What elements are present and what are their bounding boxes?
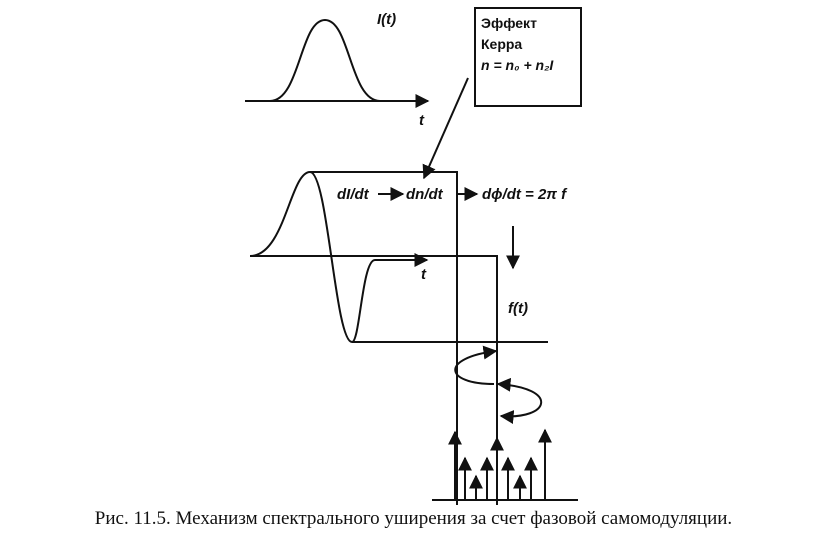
chain-dn-label: dn/dt bbox=[406, 186, 444, 203]
time-label-mid: t bbox=[421, 266, 427, 283]
kerr-box-line3: n = n₀ + n₂I bbox=[481, 57, 554, 73]
figure-caption: Рис. 11.5. Механизм спектрального уширен… bbox=[94, 508, 733, 529]
chain-dphi-label: dϕ/dt = 2π f bbox=[482, 186, 568, 203]
derivative-pulse bbox=[249, 170, 548, 343]
intensity-label: I(t) bbox=[377, 11, 396, 28]
axis-middle bbox=[250, 255, 498, 505]
spectral-loop-1 bbox=[454, 345, 498, 385]
frequency-label: f(t) bbox=[508, 300, 528, 317]
kerr-box bbox=[474, 7, 582, 107]
kerr-box-line2: Керра bbox=[481, 36, 522, 52]
frame-top bbox=[310, 171, 458, 505]
kerr-box-line1: Эффект bbox=[481, 15, 537, 31]
kerr-arrow bbox=[422, 77, 469, 180]
time-label-top: t bbox=[419, 112, 425, 129]
intensity-pulse bbox=[269, 18, 400, 102]
derivative-tail bbox=[351, 253, 429, 343]
chain-dI-label: dI/dt bbox=[337, 186, 370, 203]
spectral-loop-2 bbox=[496, 377, 543, 424]
